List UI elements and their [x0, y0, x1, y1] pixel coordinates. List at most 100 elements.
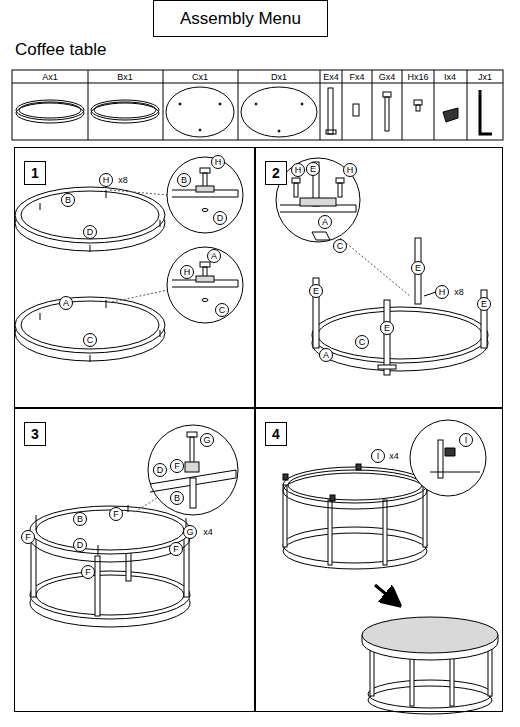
part-icons: [91, 103, 159, 123]
step1-rings: [203, 173, 207, 187]
step4-frame: [283, 533, 427, 569]
step1-rings: [40, 313, 41, 320]
step3-frame: [187, 432, 197, 437]
step1-rings: [90, 355, 91, 362]
step4-frame: [375, 585, 398, 604]
step1-rings: [90, 245, 91, 252]
table-cell: Dx1: [270, 72, 288, 83]
parts-table: [320, 70, 321, 140]
step4-frame: [383, 500, 387, 565]
step1-rings: [202, 209, 208, 212]
step3-frame: [184, 537, 189, 597]
callout-letter: E: [411, 261, 425, 275]
title-box: Assembly Menu: [153, 0, 328, 37]
step1-rings: [106, 300, 107, 308]
step4-frame: [283, 473, 427, 509]
part-icons: [179, 103, 181, 105]
step3-frame: [95, 556, 100, 616]
step1-rings: [15, 157, 243, 362]
step4-frame: [362, 617, 498, 653]
step4-frame: [283, 467, 427, 503]
step4-frame: [410, 652, 414, 706]
part-icons: [353, 104, 359, 116]
step4-frame: [283, 474, 288, 480]
part-icons: [16, 87, 492, 137]
step1-rings: [160, 220, 161, 227]
step2-frame: [276, 158, 360, 242]
part-icons: [16, 103, 84, 123]
step2-frame: [312, 307, 488, 363]
step3-frame: [36, 515, 37, 530]
step4-frame: [450, 652, 454, 706]
step4-frame: [288, 470, 422, 500]
step-panel: 1: [14, 147, 255, 408]
parts-table: [12, 83, 503, 84]
callout-letter: G: [200, 433, 214, 447]
step2-frame: [276, 158, 488, 375]
parts-table: [434, 70, 435, 140]
step4-frame: [445, 448, 455, 456]
part-icons: [19, 102, 81, 118]
callout-letter: C: [355, 335, 369, 349]
callout-letter: F: [109, 507, 123, 521]
callout-letter: G: [183, 525, 197, 539]
step1-rings: [200, 168, 210, 173]
callout-letter: A: [319, 348, 333, 362]
step1-rings: [40, 203, 41, 210]
step4-frame: [283, 527, 427, 563]
step1-rings: [21, 301, 159, 349]
step4-frame: [410, 420, 486, 496]
part-icons: [326, 130, 336, 134]
step2-frame: [378, 365, 396, 369]
step2-frame: [318, 311, 482, 359]
step2-frame: [294, 183, 298, 197]
callout-letter: I: [459, 433, 473, 447]
part-icons: [385, 97, 389, 131]
step3-frame: [36, 575, 184, 615]
parts-table: [342, 70, 343, 140]
callout-letter: A: [207, 249, 221, 263]
callout-letter: D: [153, 463, 167, 477]
table-cell: Jx1: [477, 72, 493, 83]
step3-frame: [30, 571, 190, 619]
callout-letter: E: [477, 297, 491, 311]
step-number: 1: [24, 161, 46, 185]
callout-letter: A: [318, 215, 332, 229]
step4-frame: [368, 686, 492, 714]
callout-letter: E: [380, 321, 394, 335]
callout-letter: H: [99, 173, 113, 187]
step4-frame: [283, 420, 498, 714]
step2-frame: [340, 238, 410, 296]
step4-frame: [430, 472, 480, 473]
callout-letter: D: [83, 225, 97, 239]
callout-letter: A: [59, 296, 73, 310]
quantity-note: x4: [388, 451, 400, 462]
callout-letter: H: [435, 285, 449, 299]
step-panel: 3: [14, 408, 255, 712]
part-icons: [278, 130, 280, 132]
callout-letter: E: [309, 284, 323, 298]
step-number: 4: [265, 422, 287, 446]
table-cell: Ax1: [41, 72, 59, 83]
table-cell: Cx1: [191, 72, 209, 83]
step1-rings: [167, 157, 243, 233]
part-icons: [416, 105, 420, 111]
step3-frame: [135, 496, 160, 512]
callout-letter: B: [61, 193, 75, 207]
step3-frame: [190, 437, 194, 463]
table-cell: Fx4: [348, 72, 365, 83]
step1-rings: [202, 299, 208, 302]
callout-letter: B: [170, 491, 184, 505]
title-text: Assembly Menu: [180, 9, 301, 29]
step1-rings: [106, 190, 107, 198]
part-icons: [328, 88, 333, 134]
parts-table: [402, 70, 403, 140]
step1-rings: [200, 262, 210, 267]
step4-frame: [328, 500, 332, 565]
step4-frame: [356, 464, 361, 470]
step3-frame: [185, 462, 199, 472]
product-name: Coffee table: [14, 40, 107, 60]
callout-letter: C: [83, 333, 97, 347]
step1-rings: [112, 290, 168, 302]
